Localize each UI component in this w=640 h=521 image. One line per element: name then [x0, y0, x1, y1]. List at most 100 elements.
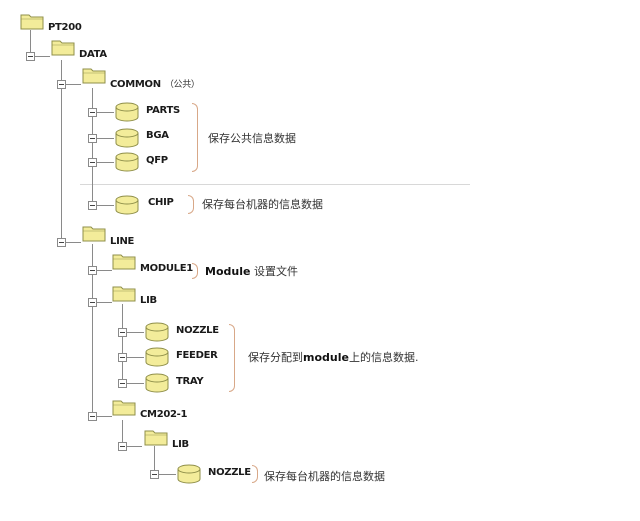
- tree-connector-line: [30, 30, 31, 60]
- node-name: LIB: [140, 295, 157, 306]
- tree-connector-line: [92, 416, 112, 417]
- folder-icon: [112, 400, 136, 416]
- tree-connector-line: [92, 88, 93, 208]
- collapse-toggle-icon[interactable]: [150, 470, 159, 479]
- node-label-bga[interactable]: BGA: [146, 130, 169, 141]
- node-label-root[interactable]: PT200: [48, 22, 82, 33]
- tree-connector-line: [122, 383, 144, 384]
- folder-icon: [144, 430, 168, 446]
- collapse-toggle-icon[interactable]: [118, 379, 127, 388]
- note-text: Module: [205, 265, 251, 278]
- note-text: 保存公共信息数据: [208, 132, 296, 145]
- tree-connector-line: [122, 420, 123, 446]
- database-icon: [115, 128, 139, 148]
- node-name: CM202-1: [140, 409, 188, 420]
- node-name: NOZZLE: [176, 325, 219, 336]
- folder-icon: [82, 68, 106, 84]
- node-label-parts[interactable]: PARTS: [146, 105, 180, 116]
- node-label-tray[interactable]: TRAY: [176, 376, 204, 387]
- collapse-toggle-icon[interactable]: [88, 266, 97, 275]
- tree-connector-line: [122, 332, 144, 333]
- folder-icon: [112, 286, 136, 302]
- node-label-module1[interactable]: MODULE1: [140, 263, 193, 274]
- node-label-cm202[interactable]: CM202-1: [140, 409, 187, 420]
- note-text: 保存每台机器的信息数据: [202, 198, 323, 211]
- database-icon: [145, 347, 169, 367]
- tree-connector-line: [122, 304, 123, 384]
- grouping-brace: [252, 465, 258, 483]
- grouping-brace: [229, 324, 235, 392]
- tree-connector-line: [92, 302, 112, 303]
- common-info-note: 保存公共信息数据: [208, 130, 296, 146]
- folder-icon: [51, 40, 75, 56]
- node-label-line[interactable]: LINE: [110, 236, 134, 247]
- node-name: PT200: [48, 22, 82, 33]
- grouping-brace: [192, 103, 198, 172]
- node-label-lib2[interactable]: LIB: [172, 439, 189, 450]
- node-name: MODULE1: [140, 263, 193, 274]
- node-label-nozzle2[interactable]: NOZZLE: [208, 467, 251, 478]
- note-text: 保存分配到: [248, 351, 303, 364]
- tree-connector-line: [92, 112, 114, 113]
- folder-icon: [112, 254, 136, 270]
- collapse-toggle-icon[interactable]: [57, 238, 66, 247]
- tree-connector-line: [154, 446, 155, 476]
- node-name: FEEDER: [176, 350, 218, 361]
- collapse-toggle-icon[interactable]: [118, 353, 127, 362]
- tree-connector-line: [154, 474, 176, 475]
- tree-connector-line: [92, 205, 114, 206]
- collapse-toggle-icon[interactable]: [88, 158, 97, 167]
- tree-connector-line: [30, 56, 50, 57]
- collapse-toggle-icon[interactable]: [88, 412, 97, 421]
- collapse-toggle-icon[interactable]: [88, 201, 97, 210]
- node-name: LINE: [110, 236, 135, 247]
- node-name: BGA: [146, 130, 169, 141]
- tree-connector-line: [92, 270, 112, 271]
- grouping-brace: [192, 263, 198, 279]
- tree-connector-line: [92, 244, 93, 416]
- note-text: module: [303, 351, 349, 364]
- collapse-toggle-icon[interactable]: [88, 298, 97, 307]
- collapse-toggle-icon[interactable]: [118, 328, 127, 337]
- database-icon: [115, 195, 139, 215]
- section-divider: [80, 184, 470, 185]
- note-text: 保存每台机器的信息数据: [264, 470, 385, 483]
- collapse-toggle-icon[interactable]: [118, 442, 127, 451]
- note-text: 设置文件: [250, 265, 298, 278]
- collapse-toggle-icon[interactable]: [88, 134, 97, 143]
- node-name: LIB: [172, 439, 189, 450]
- chip-info-note: 保存每台机器的信息数据: [202, 196, 323, 212]
- module-info-note: Module 设置文件: [205, 263, 298, 279]
- database-icon: [115, 152, 139, 172]
- tree-connector-line: [61, 242, 81, 243]
- node-name: QFP: [146, 155, 168, 166]
- lib-info-note: 保存分配到module上的信息数据.: [248, 349, 418, 365]
- tree-connector-line: [61, 60, 62, 242]
- node-label-chip[interactable]: CHIP: [148, 197, 174, 208]
- node-name: COMMON: [110, 79, 161, 90]
- folder-icon: [82, 226, 106, 242]
- tree-connector-line: [92, 162, 114, 163]
- folder-icon: [20, 14, 44, 30]
- collapse-toggle-icon[interactable]: [57, 80, 66, 89]
- node-label-data[interactable]: DATA: [79, 49, 107, 60]
- collapse-toggle-icon[interactable]: [26, 52, 35, 61]
- grouping-brace: [188, 195, 194, 214]
- node-name: TRAY: [176, 376, 204, 387]
- node-name: NOZZLE: [208, 467, 251, 478]
- node-label-lib1[interactable]: LIB: [140, 295, 157, 306]
- node-label-qfp[interactable]: QFP: [146, 155, 168, 166]
- node-label-common[interactable]: COMMON（公共）: [110, 77, 200, 90]
- node-label-nozzle1[interactable]: NOZZLE: [176, 325, 219, 336]
- node-name: PARTS: [146, 105, 180, 116]
- tree-connector-line: [122, 357, 144, 358]
- database-icon: [145, 322, 169, 342]
- tree-connector-line: [122, 446, 142, 447]
- database-icon: [115, 102, 139, 122]
- collapse-toggle-icon[interactable]: [88, 108, 97, 117]
- node-label-feeder[interactable]: FEEDER: [176, 350, 218, 361]
- cm-info-note: 保存每台机器的信息数据: [264, 468, 385, 484]
- node-name: DATA: [79, 49, 107, 60]
- node-name: CHIP: [148, 197, 174, 208]
